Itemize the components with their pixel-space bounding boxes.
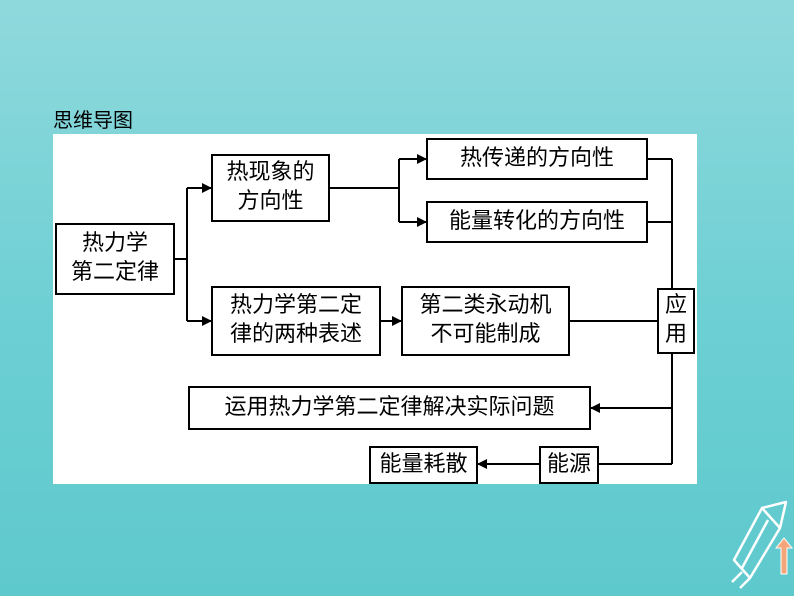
two-statements-node: 热力学第二定 律的两种表述 [211,286,381,356]
heat-direction-node: 热现象的 方向性 [211,154,330,222]
application-node: 应 用 [657,288,695,354]
energy-conversion-node: 能量转化的方向性 [426,201,648,243]
solve-problems-node: 运用热力学第二定律解决实际问题 [188,386,591,430]
heat-transfer-node: 热传递的方向性 [426,138,648,180]
connector-lines [175,154,673,469]
perpetual-motion-node: 第二类永动机 不可能制成 [401,286,570,356]
root-node: 热力学 第二定律 [55,223,175,295]
arrow-up-icon [728,498,794,594]
energy-source-node: 能源 [539,446,599,484]
slide-title: 思维导图 [53,108,133,132]
mind-map-panel: 热力学 第二定律 热现象的 方向性 热传递的方向性 能量转化的方向性 热力学第二… [53,134,697,484]
energy-dissipation-node: 能量耗散 [369,446,478,484]
